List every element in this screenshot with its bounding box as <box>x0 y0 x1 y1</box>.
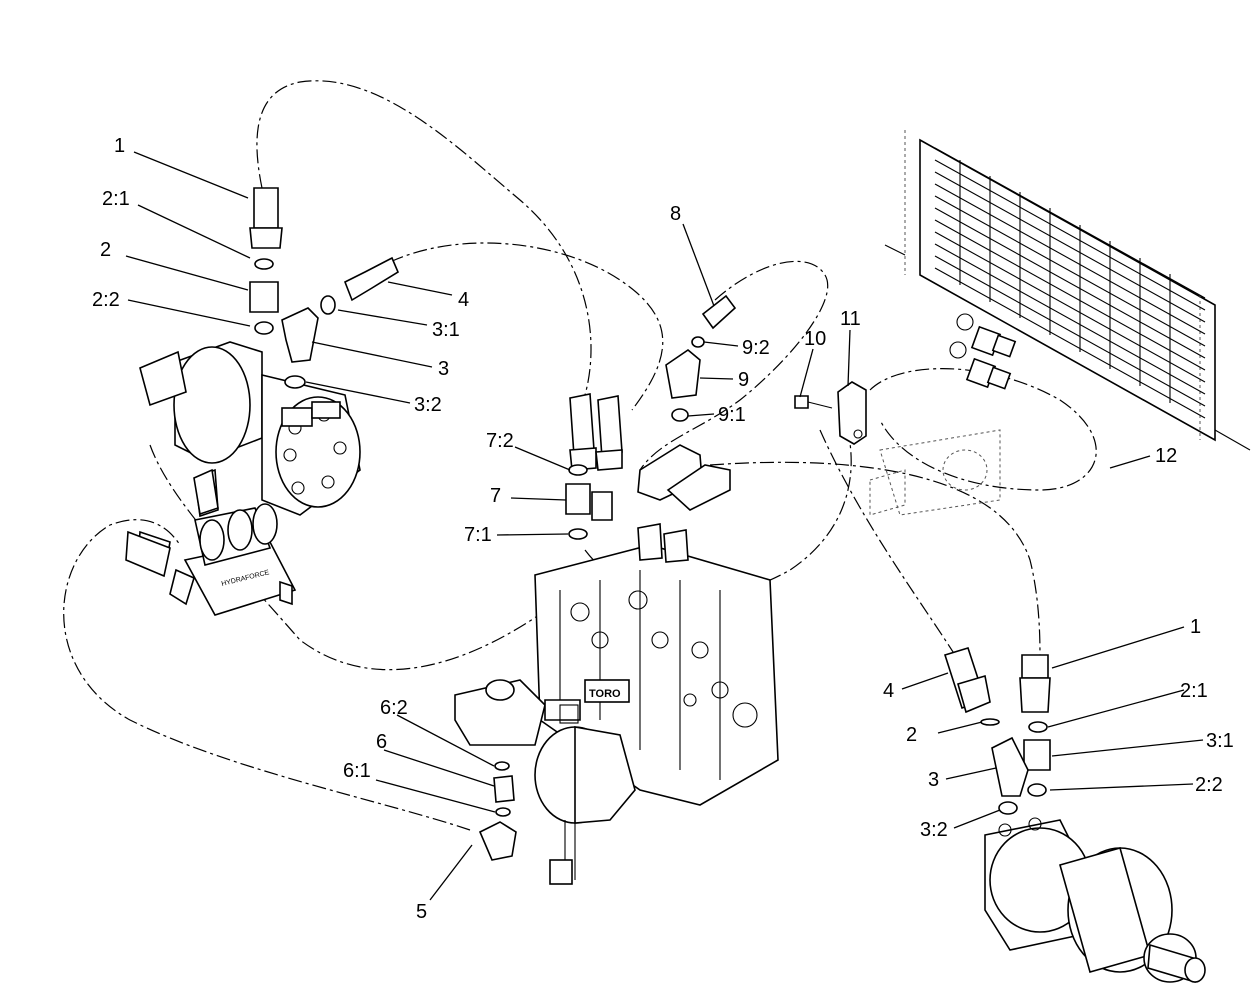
hose-routing <box>63 80 1097 831</box>
callout-12: 12 <box>1155 445 1177 467</box>
valve-port-fitting-b <box>663 529 689 563</box>
hose-4-right-route <box>819 429 956 656</box>
o-ring-9-2 <box>691 336 705 348</box>
callout-3-top: 3 <box>438 358 449 380</box>
o-ring-3-2-top <box>284 375 306 389</box>
o-ring-2-1-right <box>1028 721 1048 733</box>
callout-1-right: 1 <box>1190 616 1201 638</box>
o-ring-2-2-right <box>1027 783 1047 797</box>
o-ring-2-1-top <box>254 258 274 270</box>
callout-3-2-right: 3:2 <box>920 819 948 841</box>
hose-5-route <box>63 519 471 831</box>
bolt-10 <box>794 395 809 409</box>
hose-end-1-right <box>1021 654 1049 679</box>
callout-6-1: 6:1 <box>343 760 371 782</box>
callout-6: 6 <box>376 731 387 753</box>
elbow-3-right <box>991 736 1029 797</box>
callout-8: 8 <box>670 203 681 225</box>
o-ring-3-1-right <box>980 718 1000 726</box>
callout-5: 5 <box>416 901 427 923</box>
callout-6-2: 6:2 <box>380 697 408 719</box>
o-ring-6-2 <box>494 761 510 771</box>
hose-end-left-a <box>569 393 595 458</box>
callout-2-1-right: 2:1 <box>1180 680 1208 702</box>
valve-brand-label: TORO <box>589 688 621 700</box>
callout-7-2: 7:2 <box>486 430 514 452</box>
callout-3-1-top: 3:1 <box>432 319 460 341</box>
adapter-2-right <box>1023 739 1051 771</box>
callout-7: 7 <box>490 485 501 507</box>
elbow-3-top <box>281 307 319 363</box>
hose-end-1-top <box>253 187 279 229</box>
callout-9-1: 9:1 <box>718 404 746 426</box>
callout-4-right: 4 <box>883 680 894 702</box>
o-ring-3-1-top <box>320 295 336 315</box>
callout-3-1-right: 2 <box>906 724 917 746</box>
hose-end-4-top <box>343 256 400 302</box>
callout-7-1: 7:1 <box>464 524 492 546</box>
fitting-8 <box>701 294 737 330</box>
callout-1-top: 1 <box>114 135 125 157</box>
manifold-fitting <box>193 468 219 516</box>
o-ring-3-2-right <box>998 801 1018 815</box>
fittings <box>125 187 1051 861</box>
oil-cooler <box>884 130 1251 451</box>
callout-2-right: 3:1 <box>1206 730 1234 752</box>
adapter-2-top <box>249 281 279 313</box>
callout-labels: 1 2:1 2 2:2 4 3:1 3 3:2 8 9:2 9 9:1 10 1… <box>92 135 1234 923</box>
callout-2-1-top: 2:1 <box>102 188 130 210</box>
callout-2-top: 2 <box>100 239 111 261</box>
clamp-11 <box>837 381 867 445</box>
leader-lines <box>125 151 1204 901</box>
hose-cooler-route <box>869 368 1097 491</box>
adapter-7-b <box>591 491 613 521</box>
o-ring-2-2-top <box>254 321 274 335</box>
hose-12-route <box>709 461 1041 661</box>
callout-2-2-right: 2:2 <box>1195 774 1223 796</box>
adapter-6 <box>493 775 515 803</box>
manifold-elbow <box>125 530 171 578</box>
callout-9: 9 <box>738 369 749 391</box>
hose-end-left-b <box>597 395 623 460</box>
callout-11: 11 <box>840 308 861 330</box>
manifold-block: HYDRAFORCE <box>137 468 297 616</box>
hose-4-top-route <box>389 242 664 411</box>
mounting-bracket <box>869 429 1001 516</box>
valve-port-fitting-a <box>637 523 663 561</box>
o-ring-9-1 <box>671 408 689 422</box>
callout-9-2: 9:2 <box>742 337 770 359</box>
callout-4-top: 4 <box>458 289 469 311</box>
o-ring-7-1 <box>568 528 588 540</box>
elbow-9 <box>665 348 701 399</box>
callout-3-right: 3 <box>928 769 939 791</box>
o-ring-7-2 <box>568 464 588 476</box>
elbow-5 <box>478 821 517 861</box>
adapter-7 <box>565 483 591 515</box>
callout-2-2-top: 2:2 <box>92 289 120 311</box>
hydraulic-motor-right <box>984 817 1206 984</box>
hydraulic-motor-left <box>139 341 361 516</box>
o-ring-6-1 <box>495 807 511 817</box>
hose-1-top-route <box>256 80 592 396</box>
callout-10: 10 <box>804 328 826 350</box>
hose-9-route <box>639 260 829 471</box>
control-valve: TORO <box>454 544 779 885</box>
callout-3-2-top: 3:2 <box>414 394 442 416</box>
elbow-cooler-b <box>666 464 731 511</box>
